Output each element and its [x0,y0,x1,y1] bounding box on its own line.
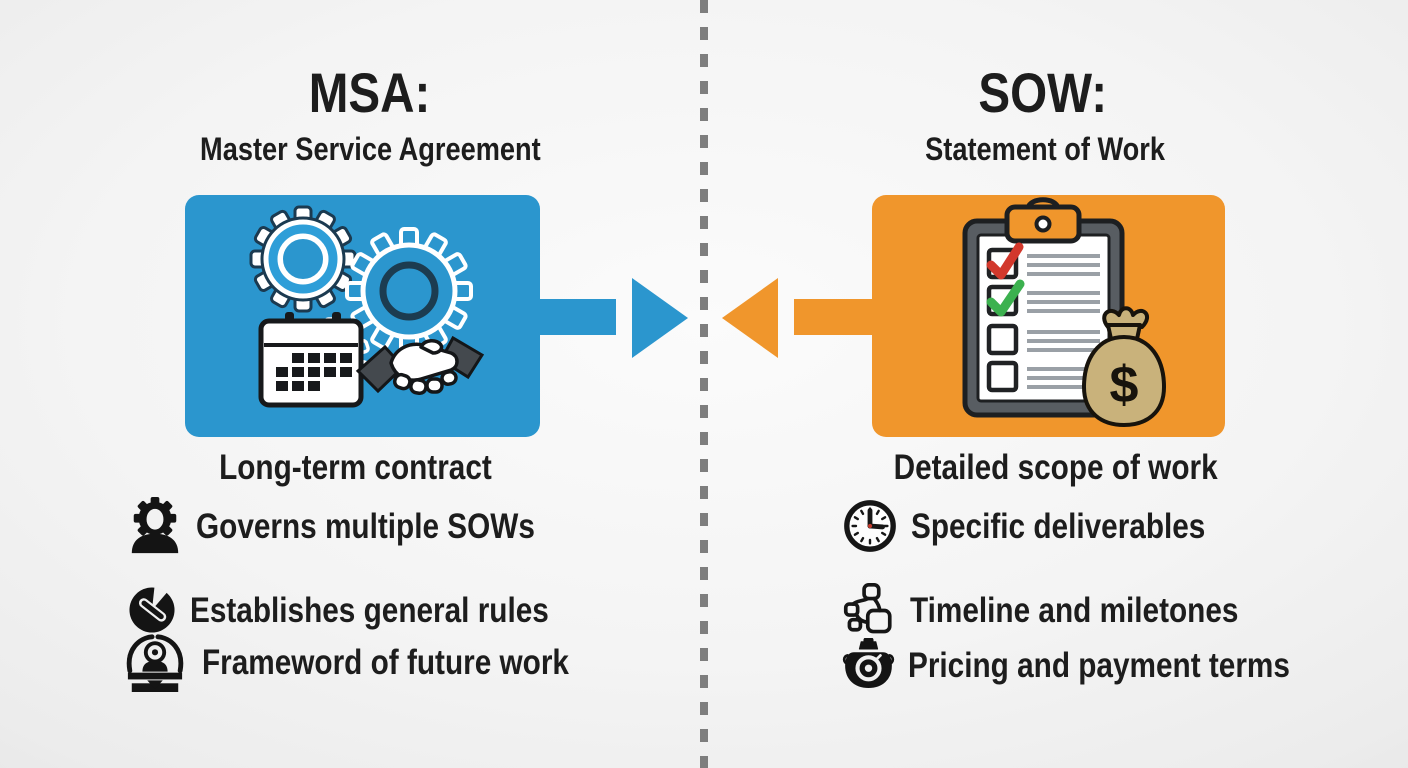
msa-title: MSA: [165,61,575,124]
msa-caption: Long-term contract [155,448,555,488]
sow-arrow-head-icon [722,278,778,358]
sow-title: SOW: [865,61,1220,124]
bullet-label: Specific deliverables [911,506,1206,546]
sow-illustration-box: $ [872,195,1225,437]
msa-bullet-row-2: Establishes general rules [126,578,612,642]
sow-arrow-bar [794,299,872,335]
msa-illustration-box [185,195,540,437]
sow-bullet-row-3: Pricing and payment terms [841,633,1357,697]
gears-calendar-handshake-illustration [249,205,485,408]
bullet-label: Pricing and payment terms [908,645,1290,685]
sow-bullet-row-2: Timeline and miletones [843,578,1296,642]
bullet-label: Timeline and miletones [910,590,1239,630]
pie-chart-icon [126,584,178,636]
gear-icon [249,205,357,313]
msa-arrow-bar [540,299,616,335]
sow-bullet-row-1: Specific deliverables [841,494,1257,558]
msa-title-text: MSA: [309,61,431,124]
dollar-symbol: $ [1110,356,1139,414]
gear-outline-icon [345,227,473,355]
bullet-label: Frameword of future work [202,642,569,682]
center-dashed-divider [700,0,708,768]
sow-subtitle: Statement of Work [845,131,1245,167]
money-pouch-icon [841,637,896,693]
sow-title-text: SOW: [978,61,1107,124]
list-lines [1027,254,1100,389]
sow-caption: Detailed scope of work [856,448,1256,488]
bullet-label: Establishes general rules [190,590,549,630]
msa-subtitle-text: Master Service Agreement [199,131,541,167]
msa-caption-text: Long-term contract [218,448,492,487]
presenter-lectern-icon [120,632,190,692]
checklist-money-illustration: $ [962,197,1166,427]
sow-caption-text: Detailed scope of work [893,448,1219,487]
money-bag-icon: $ [1082,306,1166,427]
clock-icon [841,497,899,555]
bullet-label: Governs multiple SOWs [196,506,535,546]
msa-bullet-row-1: Governs multiple SOWs [126,494,595,558]
green-check-icon [986,279,1025,317]
msa-bullet-row-3: Frameword of future work [120,630,634,694]
handshake-icon [355,335,485,396]
flowchart-icon [843,582,898,638]
sow-subtitle-text: Statement of Work [925,131,1165,167]
calendar-icon [258,312,364,408]
msa-subtitle: Master Service Agreement [150,131,590,167]
msa-arrow-head-icon [632,278,688,358]
person-gear-icon [126,497,184,555]
red-check-icon [986,242,1024,280]
